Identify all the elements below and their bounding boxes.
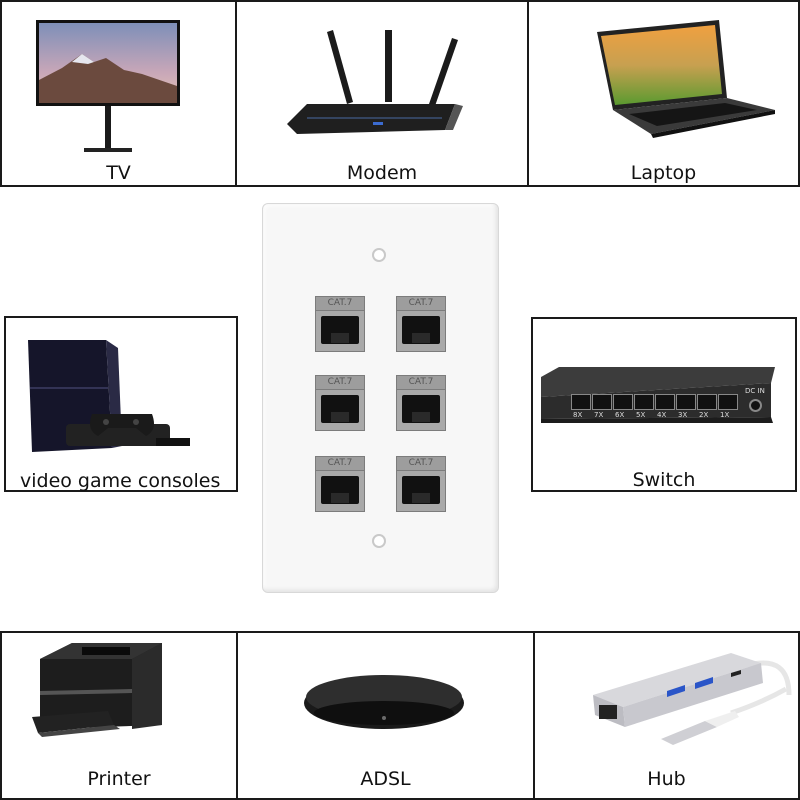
cat7-port: CAT.7 [396, 456, 446, 512]
router-icon [287, 30, 463, 134]
switch-dc-jack [749, 399, 762, 412]
game-console-icon [28, 340, 190, 452]
switch-port-label: 7X [594, 411, 604, 419]
modem-panel: Modem [235, 0, 529, 187]
printer-label: Printer [87, 768, 151, 790]
port-housing [315, 470, 365, 512]
switch-port-label: 1X [720, 411, 730, 419]
tv-label: TV [106, 162, 131, 184]
adsl-box-icon [304, 675, 464, 729]
switch-port [634, 394, 654, 410]
port-label: CAT.7 [315, 375, 365, 390]
tv-panel: TV [0, 0, 237, 187]
switch-ports [571, 394, 741, 414]
switch-port-label: 3X [678, 411, 688, 419]
switch-port-label: 4X [657, 411, 667, 419]
port-label: CAT.7 [396, 456, 446, 471]
switch-port [655, 394, 675, 410]
laptop-icon [597, 20, 775, 138]
switch-port-label: 8X [573, 411, 583, 419]
adsl-label: ADSL [360, 768, 411, 790]
port-housing [315, 310, 365, 352]
ethernet-wall-plate: CAT.7 CAT.7 CAT.7 CAT.7 CAT.7 CAT.7 [262, 203, 499, 593]
cat7-port: CAT.7 [396, 375, 446, 431]
laptop-label: Laptop [630, 162, 697, 184]
printer-icon [32, 643, 162, 737]
bottom-screw-hole [372, 534, 386, 548]
port-housing [396, 470, 446, 512]
tv-icon [36, 20, 180, 152]
port-label: CAT.7 [396, 375, 446, 390]
cat7-port: CAT.7 [315, 375, 365, 431]
hub-panel: Hub [533, 631, 800, 800]
switch-port [697, 394, 717, 410]
network-switch-icon [541, 367, 775, 423]
switch-port-label: 6X [615, 411, 625, 419]
laptop-panel: Laptop [527, 0, 800, 187]
switch-port [676, 394, 696, 410]
top-screw-hole [372, 248, 386, 262]
cat7-port: CAT.7 [315, 296, 365, 352]
switch-port-label: 5X [636, 411, 646, 419]
port-housing [396, 389, 446, 431]
switch-port [718, 394, 738, 410]
port-label: CAT.7 [396, 296, 446, 311]
switch-port-label: 2X [699, 411, 709, 419]
port-label: CAT.7 [315, 456, 365, 471]
cat7-port: CAT.7 [315, 456, 365, 512]
consoles-panel: video game consoles [4, 316, 238, 492]
modem-label: Modem [346, 162, 418, 184]
switch-panel: 8X 7X 6X 5X 4X 3X 2X 1X DC IN Switch [531, 317, 797, 492]
switch-label: Switch [632, 469, 696, 491]
port-housing [396, 310, 446, 352]
printer-panel: Printer [0, 631, 238, 800]
hub-label: Hub [647, 768, 686, 790]
port-label: CAT.7 [315, 296, 365, 311]
consoles-label: video game consoles [20, 470, 221, 492]
port-housing [315, 389, 365, 431]
usb-hub-icon [593, 653, 792, 745]
switch-port [571, 394, 591, 410]
switch-port [613, 394, 633, 410]
switch-port [592, 394, 612, 410]
adsl-panel: ADSL [236, 631, 535, 800]
switch-dc-label: DC IN [745, 387, 765, 395]
cat7-port: CAT.7 [396, 296, 446, 352]
